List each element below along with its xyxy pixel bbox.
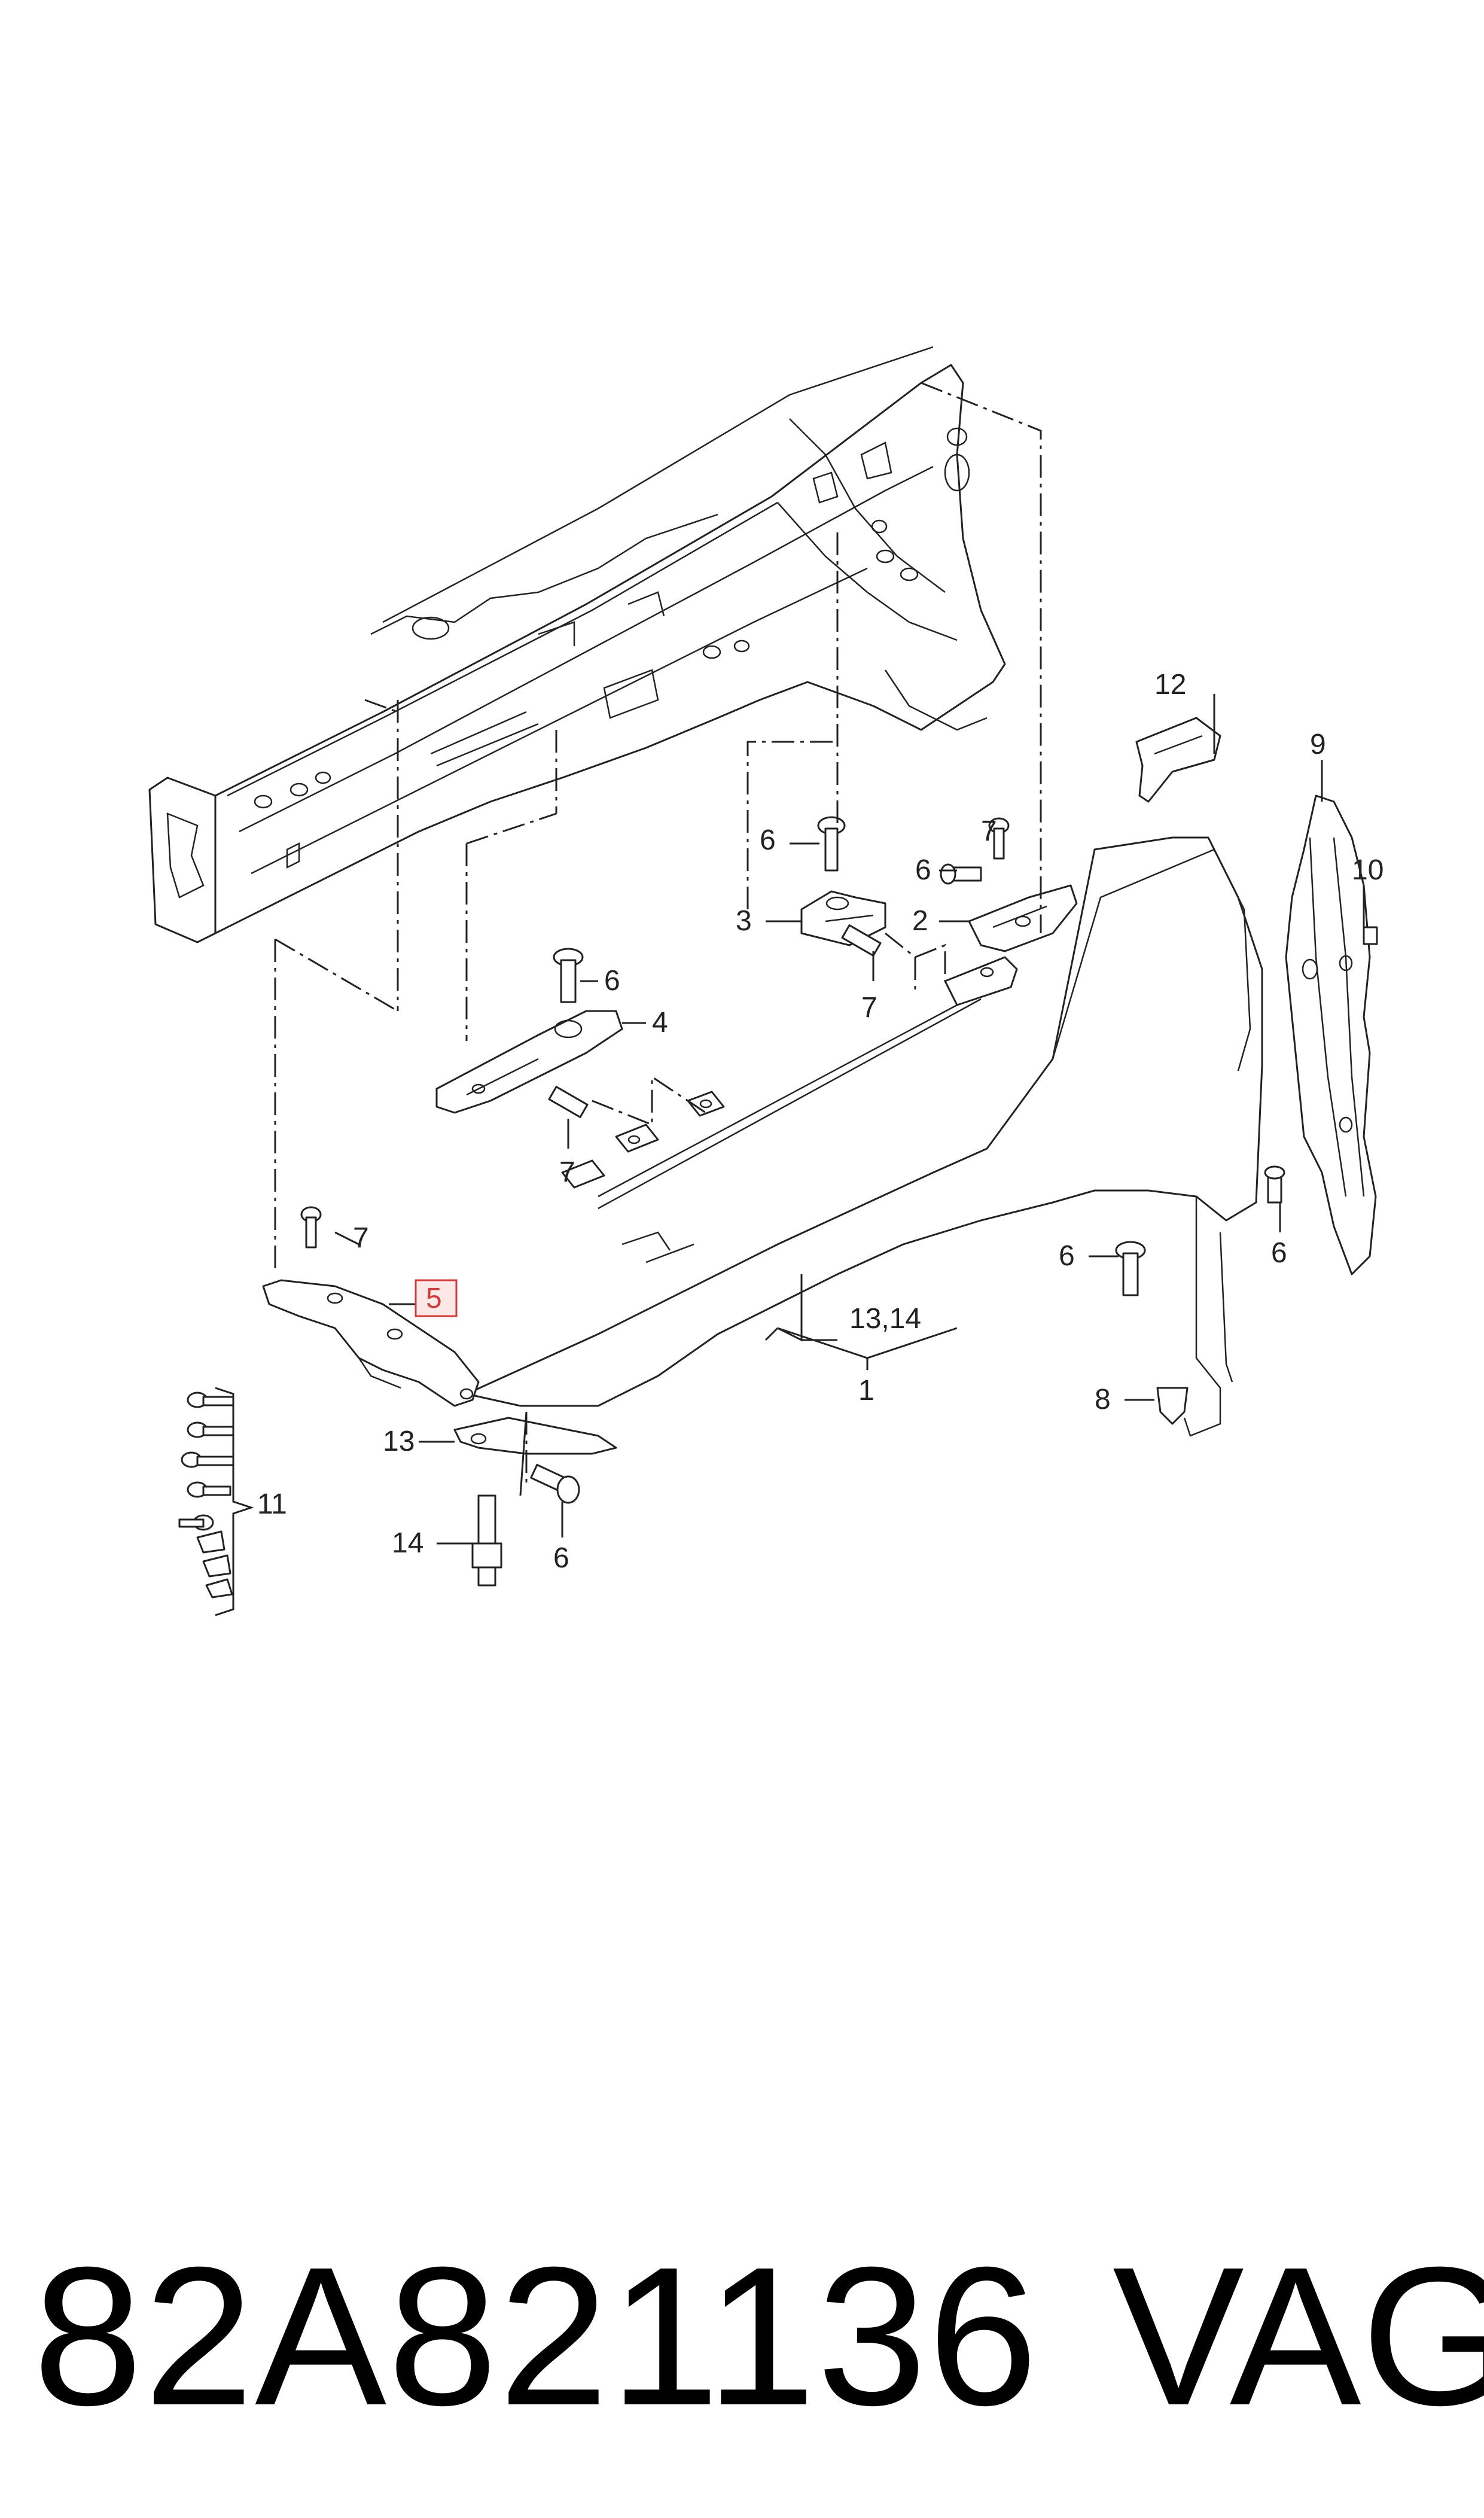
bracket-13 [453, 1417, 617, 1455]
callout-7[interactable]: 7 [981, 815, 997, 847]
callout-6[interactable]: 6 [553, 1542, 569, 1574]
callout-12[interactable]: 12 [1154, 669, 1186, 701]
callout-6[interactable]: 6 [604, 965, 620, 997]
callout-7[interactable]: 7 [559, 1156, 575, 1188]
callout-6[interactable]: 6 [760, 824, 776, 856]
bolt-icon [841, 924, 882, 957]
callout-6[interactable]: 6 [1059, 1240, 1075, 1272]
callout-labels: 12 9 10 7 6 6 3 2 7 6 4 7 6 7 5 13,14 1 … [257, 669, 1384, 1574]
callout-14[interactable]: 14 [392, 1527, 423, 1559]
bracket-4 [435, 1010, 623, 1114]
screw-icon [187, 1481, 231, 1498]
callout-13[interactable]: 13 [383, 1426, 415, 1457]
bolt-icon [817, 816, 846, 872]
bolt-icon [548, 1086, 589, 1118]
callout-7[interactable]: 7 [861, 992, 877, 1024]
callout-10[interactable]: 10 [1352, 854, 1384, 886]
callout-7[interactable]: 7 [353, 1222, 369, 1254]
callout-6[interactable]: 6 [1271, 1237, 1287, 1269]
callout-2[interactable]: 2 [912, 905, 928, 937]
clip-icon [1156, 1387, 1189, 1425]
brand-label: VAG [1113, 2225, 1484, 2446]
screw-icon [178, 1514, 214, 1531]
bolt-icon [530, 1463, 580, 1504]
stud-icon [471, 1494, 502, 1587]
bracket-3 [800, 890, 886, 946]
clip-icon [202, 1554, 231, 1578]
callout-13-14[interactable]: 13,14 [849, 1303, 921, 1335]
alignment-lines [274, 382, 1042, 1484]
fastener-kit [178, 1387, 254, 1616]
callout-5[interactable]: 5 [426, 1283, 442, 1314]
bolt-icon [553, 948, 584, 1003]
callout-11[interactable]: 11 [257, 1488, 287, 1520]
callout-8[interactable]: 8 [1095, 1384, 1111, 1415]
bolt-icons [300, 816, 1378, 1587]
screw-icon [187, 1392, 234, 1408]
bolt-icon [1264, 1165, 1285, 1204]
screw-icon [187, 1421, 234, 1438]
bolt-icon [300, 1206, 322, 1249]
fender-panel [465, 836, 1263, 1437]
callout-3[interactable]: 3 [736, 905, 752, 937]
clip-icon [196, 1530, 226, 1554]
leader-lines [334, 694, 1365, 1545]
callout-9[interactable]: 9 [1310, 729, 1326, 760]
bracket-12 [1135, 717, 1221, 803]
bracket-5 [262, 1279, 480, 1407]
wheel-arch-liner [1285, 794, 1377, 1275]
bolt-icon [1363, 926, 1378, 945]
body-frame-rail [148, 346, 1006, 943]
bracket-2 [968, 884, 1078, 952]
callout-4[interactable]: 4 [652, 1007, 668, 1039]
bolt-icon [1115, 1241, 1146, 1296]
callout-1[interactable]: 1 [858, 1375, 874, 1406]
part-number-label: 82A821136 [33, 2225, 1039, 2446]
callout-5-highlight[interactable] [415, 1279, 458, 1317]
callout-6[interactable]: 6 [915, 854, 931, 886]
clip-icon [205, 1578, 233, 1599]
bolt-icon [940, 863, 982, 885]
bolt-icon [988, 817, 1010, 860]
screw-icon [181, 1451, 234, 1468]
